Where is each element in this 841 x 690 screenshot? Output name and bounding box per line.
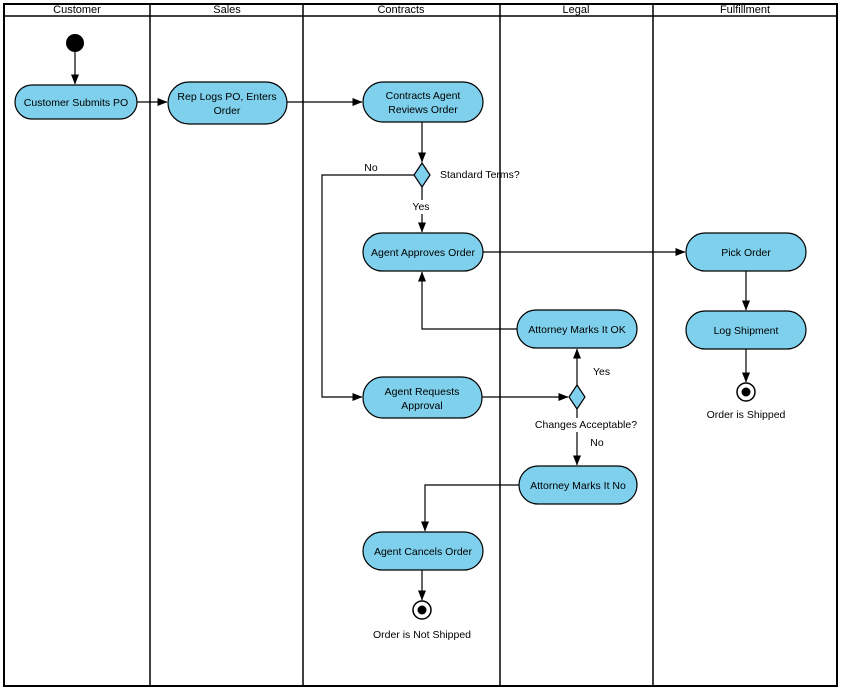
changes-acceptable-no-label: No (590, 437, 604, 449)
attorney-marks-it-no-label: Attorney Marks It No (530, 480, 626, 492)
rep-logs-po-label-line2: Order (214, 105, 241, 117)
lane-title-legal: Legal (563, 4, 590, 16)
decision-standard-terms (413, 161, 431, 189)
activity-agent-requests-approval: Agent Requests Approval (362, 376, 483, 419)
activity-nodes: Customer Submits PO Rep Logs PO, Enters … (14, 34, 807, 641)
log-shipment-shape (685, 310, 807, 350)
swimlane-headers: Customer Sales Contracts Legal Fulfillme… (53, 4, 770, 16)
changes-acceptable-yes-label: Yes (593, 366, 610, 378)
flow-attorney-ok-to-agent-approves (418, 271, 517, 330)
agent-cancels-order-shape (362, 531, 484, 571)
customer-submits-po-label: Customer Submits PO (24, 97, 128, 109)
edge-labels: No Standard Terms? Yes Yes Changes Accep… (364, 162, 637, 449)
flow-standard-terms-no-to-agent-requests (321, 174, 414, 401)
attorney-marks-it-ok-label: Attorney Marks It OK (528, 324, 625, 336)
agent-requests-approval-shape (362, 376, 483, 419)
attorney-marks-it-no-shape (518, 465, 638, 505)
agent-requests-approval-label-line1: Agent Requests (385, 386, 460, 398)
decision-changes-acceptable (568, 383, 586, 411)
lane-title-customer: Customer (53, 4, 101, 16)
standard-terms-no-label: No (364, 162, 378, 174)
agent-requests-approval-label-line2: Approval (401, 400, 442, 412)
contracts-agent-reviews-order-label-line2: Reviews Order (388, 104, 458, 116)
pick-order-label: Pick Order (721, 247, 771, 259)
initial-node (66, 34, 84, 52)
final-node-not-shipped (412, 600, 432, 620)
attorney-marks-it-ok-shape (516, 309, 638, 349)
order-is-not-shipped-label: Order is Not Shipped (373, 629, 471, 641)
flow-attorney-no-to-agent-cancels (421, 484, 519, 532)
agent-approves-order-label: Agent Approves Order (371, 247, 475, 259)
final-node-not-shipped-core (417, 605, 427, 615)
activity-agent-cancels-order: Agent Cancels Order (362, 531, 484, 571)
activity-attorney-marks-it-no: Attorney Marks It No (518, 465, 638, 505)
log-shipment-label: Log Shipment (714, 325, 779, 337)
standard-terms-yes-label: Yes (412, 201, 429, 213)
contracts-agent-reviews-order-label-line1: Contracts Agent (386, 90, 461, 102)
activity-pick-order: Pick Order (685, 232, 807, 272)
diagram-border (3, 3, 838, 687)
activity-rep-logs-po: Rep Logs PO, Enters Order (167, 81, 288, 125)
lane-dividers (4, 4, 837, 686)
customer-submits-po-shape (14, 84, 138, 120)
pick-order-shape (685, 232, 807, 272)
changes-acceptable-question-bg (528, 418, 644, 432)
lane-title-fulfillment: Fulfillment (720, 4, 770, 16)
activity-customer-submits-po: Customer Submits PO (14, 84, 138, 120)
order-is-shipped-label: Order is Shipped (707, 409, 786, 421)
final-node-shipped (736, 382, 756, 402)
activity-attorney-marks-it-ok: Attorney Marks It OK (516, 309, 638, 349)
final-node-shipped-core (741, 387, 751, 397)
activity-agent-approves-order: Agent Approves Order (362, 232, 484, 272)
agent-approves-order-shape (362, 232, 484, 272)
lane-title-sales: Sales (213, 4, 241, 16)
rep-logs-po-label-line1: Rep Logs PO, Enters (177, 91, 276, 103)
activity-log-shipment: Log Shipment (685, 310, 807, 350)
standard-terms-question: Standard Terms? (440, 169, 520, 181)
contracts-agent-reviews-order-shape (362, 81, 484, 123)
changes-acceptable-question: Changes Acceptable? (535, 419, 637, 431)
rep-logs-po-shape (167, 81, 288, 125)
lane-title-contracts: Contracts (377, 4, 425, 16)
agent-cancels-order-label: Agent Cancels Order (374, 546, 473, 558)
activity-contracts-agent-reviews-order: Contracts Agent Reviews Order (362, 81, 484, 123)
standard-terms-yes-label-bg (407, 200, 435, 214)
flows (71, 52, 750, 601)
